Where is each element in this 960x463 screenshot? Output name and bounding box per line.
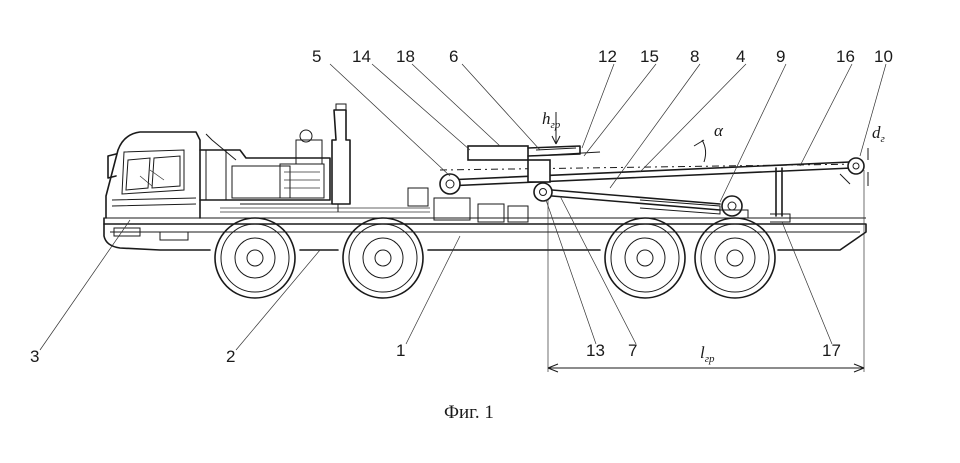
leader-lines bbox=[39, 63, 887, 351]
label-6: 6 bbox=[449, 47, 458, 66]
label-8: 8 bbox=[690, 47, 699, 66]
label-13: 13 bbox=[586, 341, 605, 360]
label-18: 18 bbox=[396, 47, 415, 66]
label-10: 10 bbox=[874, 47, 893, 66]
dim-alpha-symbol: α bbox=[714, 121, 724, 140]
label-5: 5 bbox=[312, 47, 321, 66]
dimension-symbols: hгр dг lгр α bbox=[542, 109, 886, 365]
label-17: 17 bbox=[822, 341, 841, 360]
wheel-4 bbox=[694, 217, 776, 299]
wheel-2 bbox=[342, 217, 424, 299]
label-14: 14 bbox=[352, 47, 371, 66]
number-labels: 5 14 18 6 12 15 8 4 9 16 10 3 2 1 13 7 1… bbox=[30, 47, 893, 366]
cab bbox=[105, 131, 201, 241]
dim-h-symbol: hгр bbox=[542, 109, 561, 131]
wheel-1 bbox=[214, 217, 296, 299]
label-15: 15 bbox=[640, 47, 659, 66]
dimension-lines bbox=[529, 112, 869, 373]
dim-l-symbol: lгр bbox=[700, 343, 715, 365]
label-7: 7 bbox=[628, 341, 637, 360]
label-9: 9 bbox=[776, 47, 785, 66]
dim-d-symbol: dг bbox=[872, 123, 886, 145]
label-3: 3 bbox=[30, 347, 39, 366]
figure-caption: Фиг. 1 bbox=[444, 402, 494, 423]
boom-assembly bbox=[439, 145, 865, 223]
label-16: 16 bbox=[836, 47, 855, 66]
label-4: 4 bbox=[736, 47, 745, 66]
equipment-module bbox=[199, 103, 529, 223]
label-2: 2 bbox=[226, 347, 235, 366]
label-12: 12 bbox=[598, 47, 617, 66]
wheel-3 bbox=[604, 217, 686, 299]
label-1: 1 bbox=[396, 341, 405, 360]
